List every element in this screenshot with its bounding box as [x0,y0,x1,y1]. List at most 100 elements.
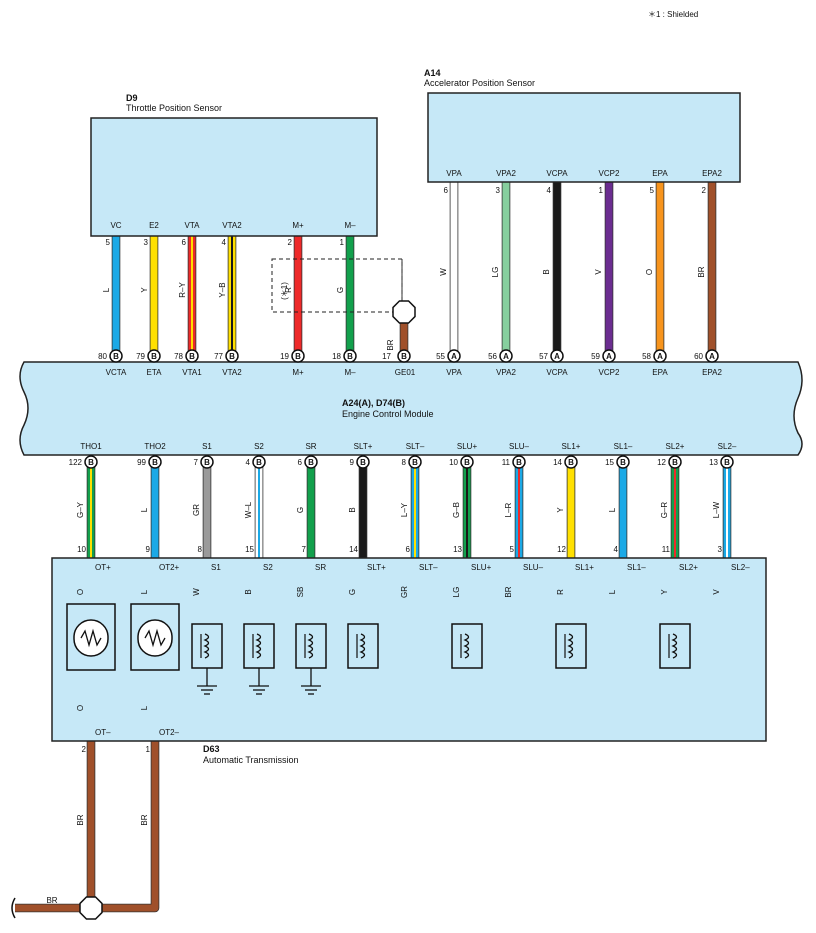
ecm-bottom-name-sl1: SL1+ [562,442,581,451]
tr-pin-11: 11 [662,545,671,554]
thermistor-oil-temp-1-resistor [80,628,102,648]
terminal-55 [447,349,461,363]
throttle-position-sensor-box [90,117,378,237]
a14-pin-no-3: 1 [599,186,604,195]
a14-pin-no-5: 2 [702,186,707,195]
d9-pin-name-3: VTA2 [222,221,242,230]
terminal-17 [397,349,411,363]
ecm-bottom-pin-7: 7 [194,458,199,467]
solenoid-s1-coil [203,633,210,659]
wire-lower-label-sl1: L [608,589,617,594]
d9-pin-no-2: 6 [182,238,187,247]
tr-pin-13: 13 [453,545,462,554]
wire-lower-label-slu: LG [452,587,461,598]
tr-terminal-sr: SR [315,563,326,572]
ecm-bottom-pin-9: 9 [350,458,355,467]
solenoid-s2-coil [255,633,262,659]
wire-out-label-1: BR [140,814,149,825]
ecm-bottom-pin-10: 10 [449,458,458,467]
wire-upper-label-s1: GR [192,504,201,516]
a14-wire-label-4: O [645,269,654,275]
terminal-b10-letter: B [464,458,470,467]
terminal-56 [499,349,513,363]
terminal-18-letter: B [347,352,353,361]
ecm-bottom-name-slu: SLU– [509,442,530,451]
thermistor-oil-temp-2-resistor [144,628,166,648]
d9-pin-no-3: 4 [222,238,227,247]
a14-pin-name-1: VPA2 [496,169,516,178]
solenoid-slu-coil [463,633,470,659]
terminal-b7 [200,455,214,469]
shielded-note: ＊1 : Shielded [648,10,698,19]
solenoid-sr-coil [307,633,314,659]
solenoid-slu [451,623,483,669]
wire-lower-label-sl2: Y [660,589,669,595]
ge01-ecm-pin: 17 [382,352,391,361]
ecm-bottom-pin-12: 12 [657,458,666,467]
tr-pin-ot-2: 2 [82,745,87,754]
ground-wire-label: BR [46,896,57,905]
terminal-b14 [564,455,578,469]
terminal-55-letter: A [451,352,457,361]
terminal-b4 [252,455,266,469]
ecm-top-pin-56: 56 [488,352,497,361]
terminal-17-letter: B [401,352,407,361]
terminal-b6 [304,455,318,469]
terminal-58 [653,349,667,363]
wire-upper-label-slu: G–B [452,502,461,518]
ecm-top-pin-77: 77 [214,352,223,361]
a14-pin-name-3: VCP2 [599,169,620,178]
ecm-signal-vcp2: VCP2 [599,368,620,377]
shield-outline [271,258,403,313]
a14-wire-label-2: B [542,269,551,274]
ecm-bottom-name-sl2: SL2– [718,442,737,451]
ecm-bottom-pin-15: 15 [605,458,614,467]
ecm-bottom-pin-11: 11 [502,458,511,467]
wire-lower-label-tho1: O [76,589,85,595]
wire-upper-label-slt: B [348,507,357,512]
ecm-bottom-pin-8: 8 [402,458,407,467]
tr-terminal-tho1: OT+ [95,563,111,572]
d63-name: Automatic Transmission [203,755,299,765]
ecm-bottom-name-slu: SLU+ [457,442,478,451]
ecm-bottom-pin-14: 14 [553,458,562,467]
wire-lower-label-slt: GR [400,586,409,598]
d9-pin-name-2: VTA [185,221,201,230]
wire-inside-label-1: L [140,705,149,710]
a14-wire-label-1: LG [491,267,500,278]
d9-pin-name-4: M+ [292,221,304,230]
solenoid-sr [295,623,327,669]
tr-terminal-sl1: SL1+ [575,563,594,572]
ecm-name: Engine Control Module [342,409,434,419]
wire-upper-label-sl2: G–R [660,502,669,519]
ecm-bottom-name-slt: SLT+ [354,442,373,451]
wire-upper-label-tho1: G–Y [76,501,85,518]
d63-id: D63 [203,744,220,754]
terminal-b10 [460,455,474,469]
d9-pin-name-5: M– [344,221,356,230]
d9-wire-label-1: Y [140,287,149,293]
terminal-79-letter: B [151,352,157,361]
terminal-58-letter: A [657,352,663,361]
a14-pin-no-1: 3 [496,186,501,195]
tr-terminal-tho2: OT2+ [159,563,180,572]
d9-wire-label-3: Y–B [218,282,227,297]
d9-id: D9 [126,93,138,103]
solenoid-slt [347,623,379,669]
ecm-bottom-name-sr: SR [305,442,316,451]
ecm-signal-vta2: VTA2 [222,368,242,377]
ecm-top-pin-60: 60 [694,352,703,361]
wire-lower-label-tho2: L [140,589,149,594]
wire-lower-label-s1: W [192,588,201,596]
solenoid-sl1-coil [567,633,574,659]
wire-upper-label-sl1: Y [556,507,565,513]
terminal-b7-letter: B [204,458,210,467]
wire-ot2-ground [102,741,159,912]
terminal-78-letter: B [189,352,195,361]
ecm-top-pin-59: 59 [591,352,600,361]
ground-splice [79,896,103,920]
ecm-signal-vpa2: VPA2 [496,368,516,377]
a14-pin-name-2: VCPA [546,169,568,178]
terminal-b122 [84,455,98,469]
